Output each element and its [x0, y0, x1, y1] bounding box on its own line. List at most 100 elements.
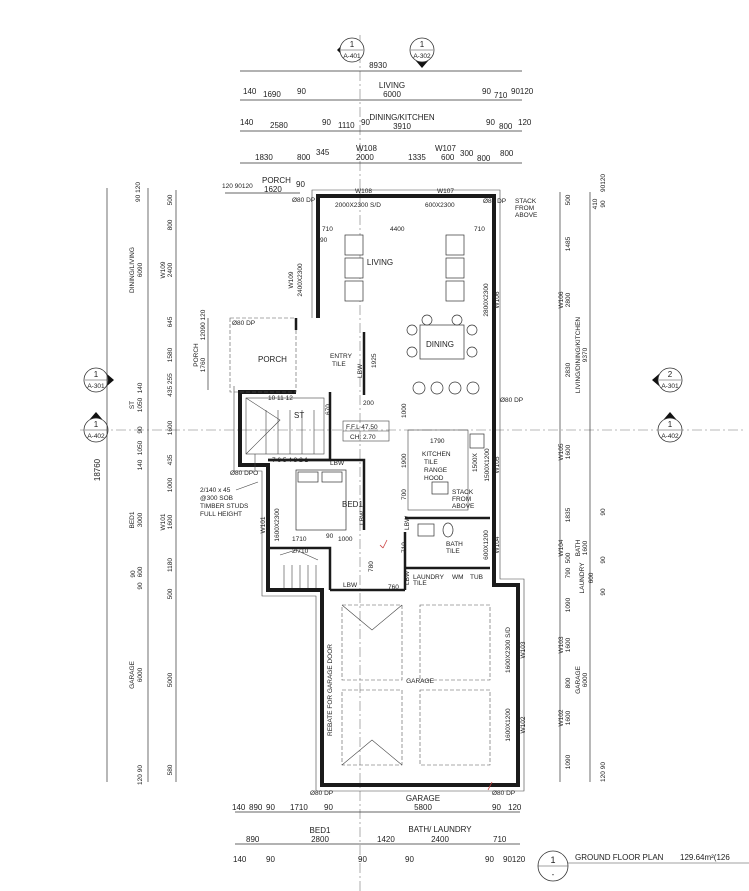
- svg-text:PORCH: PORCH: [262, 176, 291, 185]
- svg-text:W105: W105: [494, 456, 501, 473]
- svg-text:710: 710: [322, 226, 333, 233]
- svg-text:FROM: FROM: [515, 205, 534, 212]
- svg-text:1050: 1050: [137, 440, 144, 455]
- svg-text:700: 700: [401, 489, 408, 500]
- svg-text:345: 345: [316, 148, 330, 157]
- section-marker-a301-left[interactable]: 1 A-301: [83, 367, 114, 393]
- svg-text:7 6 5 4 3 2 1: 7 6 5 4 3 2 1: [272, 457, 309, 464]
- svg-text:GARAGE: GARAGE: [575, 665, 582, 693]
- svg-text:140: 140: [233, 855, 247, 864]
- svg-text:Ø80 DP: Ø80 DP: [483, 198, 506, 205]
- car-outline: [341, 604, 403, 681]
- room-label-porch: PORCH: [258, 355, 287, 364]
- svg-text:A-402: A-402: [661, 433, 679, 440]
- svg-text:2/140 x 45: 2/140 x 45: [200, 487, 231, 494]
- svg-text:90120: 90120: [503, 855, 526, 864]
- svg-text:@300 SOB: @300 SOB: [200, 495, 233, 502]
- room-labels: LIVING DINING ENTRY TILE PORCH ST F.F.L …: [258, 258, 483, 736]
- toilet: [442, 522, 454, 538]
- svg-text:140: 140: [240, 118, 254, 127]
- svg-text:1900: 1900: [401, 453, 408, 468]
- svg-text:500: 500: [167, 588, 174, 599]
- svg-text:580: 580: [167, 764, 174, 775]
- svg-text:LBW: LBW: [343, 582, 358, 589]
- svg-text:90: 90: [600, 556, 607, 564]
- svg-text:600: 600: [441, 153, 455, 162]
- svg-text:645: 645: [167, 316, 174, 327]
- svg-text:TIMBER STUDS: TIMBER STUDS: [200, 503, 249, 510]
- svg-text:8930: 8930: [369, 61, 387, 70]
- svg-text:LBW: LBW: [330, 460, 345, 467]
- walls: [229, 189, 525, 792]
- svg-text:W102: W102: [558, 709, 565, 726]
- svg-text:Ø80 DP: Ø80 DP: [232, 320, 255, 327]
- svg-text:1835: 1835: [565, 507, 572, 522]
- svg-text:1000: 1000: [167, 477, 174, 492]
- svg-text:5000: 5000: [167, 672, 174, 687]
- svg-text:410: 410: [592, 198, 599, 209]
- svg-text:LIVING/DINING/KITCHEN: LIVING/DINING/KITCHEN: [575, 317, 582, 394]
- svg-text:1500X1200: 1500X1200: [484, 448, 491, 482]
- svg-text:W101: W101: [260, 516, 267, 533]
- sofa-cushion: [344, 234, 364, 256]
- svg-text:780: 780: [368, 561, 375, 572]
- svg-text:90: 90: [361, 118, 370, 127]
- svg-text:90: 90: [266, 803, 275, 812]
- svg-text:6000: 6000: [383, 90, 401, 99]
- svg-text:90: 90: [296, 180, 305, 189]
- svg-text:1: 1: [350, 40, 355, 49]
- basin: [417, 523, 435, 537]
- porch-outline: [229, 317, 297, 393]
- svg-text:Ø80 DP: Ø80 DP: [492, 790, 515, 797]
- svg-text:1335: 1335: [408, 153, 426, 162]
- svg-text:W109: W109: [160, 261, 167, 278]
- section-marker-a401[interactable]: 1 A-401: [337, 37, 365, 63]
- svg-text:600X2300: 600X2300: [425, 202, 455, 209]
- svg-text:90: 90: [492, 803, 501, 812]
- stool: [412, 381, 426, 395]
- svg-text:90 120: 90 120: [135, 182, 142, 202]
- svg-text:1600X2300 S/D: 1600X2300 S/D: [505, 627, 512, 673]
- svg-text:435: 435: [167, 454, 174, 465]
- svg-text:TILE: TILE: [332, 361, 346, 368]
- svg-text:140: 140: [137, 459, 144, 470]
- section-marker-a301-right[interactable]: 2 A-301: [652, 367, 683, 393]
- svg-text:1790: 1790: [430, 438, 445, 445]
- svg-text:760: 760: [388, 584, 399, 591]
- svg-text:A-302: A-302: [413, 53, 431, 60]
- left-dimensions: 18760 90 120 DINING/LIVING 6090 ST 1050 …: [93, 182, 209, 785]
- svg-text:90120: 90120: [511, 87, 534, 96]
- svg-text:200: 200: [363, 400, 374, 407]
- svg-text:ST: ST: [129, 401, 136, 409]
- section-marker-a402-right[interactable]: 1 A-402: [657, 412, 683, 443]
- svg-text:710: 710: [474, 226, 485, 233]
- section-marker-a402-left[interactable]: 1 A-402: [83, 412, 109, 443]
- svg-text:1110: 1110: [338, 121, 355, 130]
- svg-text:500: 500: [565, 552, 572, 563]
- svg-text:W109: W109: [288, 271, 295, 288]
- svg-text:Ø80 DPO: Ø80 DPO: [230, 470, 258, 477]
- svg-text:WM: WM: [452, 574, 464, 581]
- cooktop: [431, 481, 449, 495]
- svg-text:2400X2300: 2400X2300: [297, 263, 304, 297]
- svg-text:-: -: [552, 870, 555, 879]
- svg-text:2/710: 2/710: [292, 548, 309, 555]
- svg-text:RANGE: RANGE: [424, 467, 448, 474]
- svg-text:140: 140: [232, 803, 246, 812]
- svg-text:W103: W103: [558, 636, 565, 653]
- svg-text:1580: 1580: [167, 347, 174, 362]
- svg-text:300: 300: [460, 149, 474, 158]
- svg-text:W101: W101: [160, 513, 167, 530]
- svg-text:STACK: STACK: [515, 198, 537, 205]
- svg-text:5800: 5800: [414, 803, 432, 812]
- room-label-living: LIVING: [367, 258, 393, 267]
- svg-text:LBW: LBW: [359, 510, 366, 525]
- svg-text:2: 2: [668, 370, 673, 379]
- section-marker-a302[interactable]: 1 A-302: [409, 37, 435, 68]
- svg-text:1000: 1000: [401, 403, 408, 418]
- svg-text:710: 710: [494, 91, 508, 100]
- svg-text:90: 90: [600, 508, 607, 516]
- svg-text:435 255: 435 255: [167, 373, 174, 397]
- svg-text:2000X2300 S/D: 2000X2300 S/D: [335, 202, 381, 209]
